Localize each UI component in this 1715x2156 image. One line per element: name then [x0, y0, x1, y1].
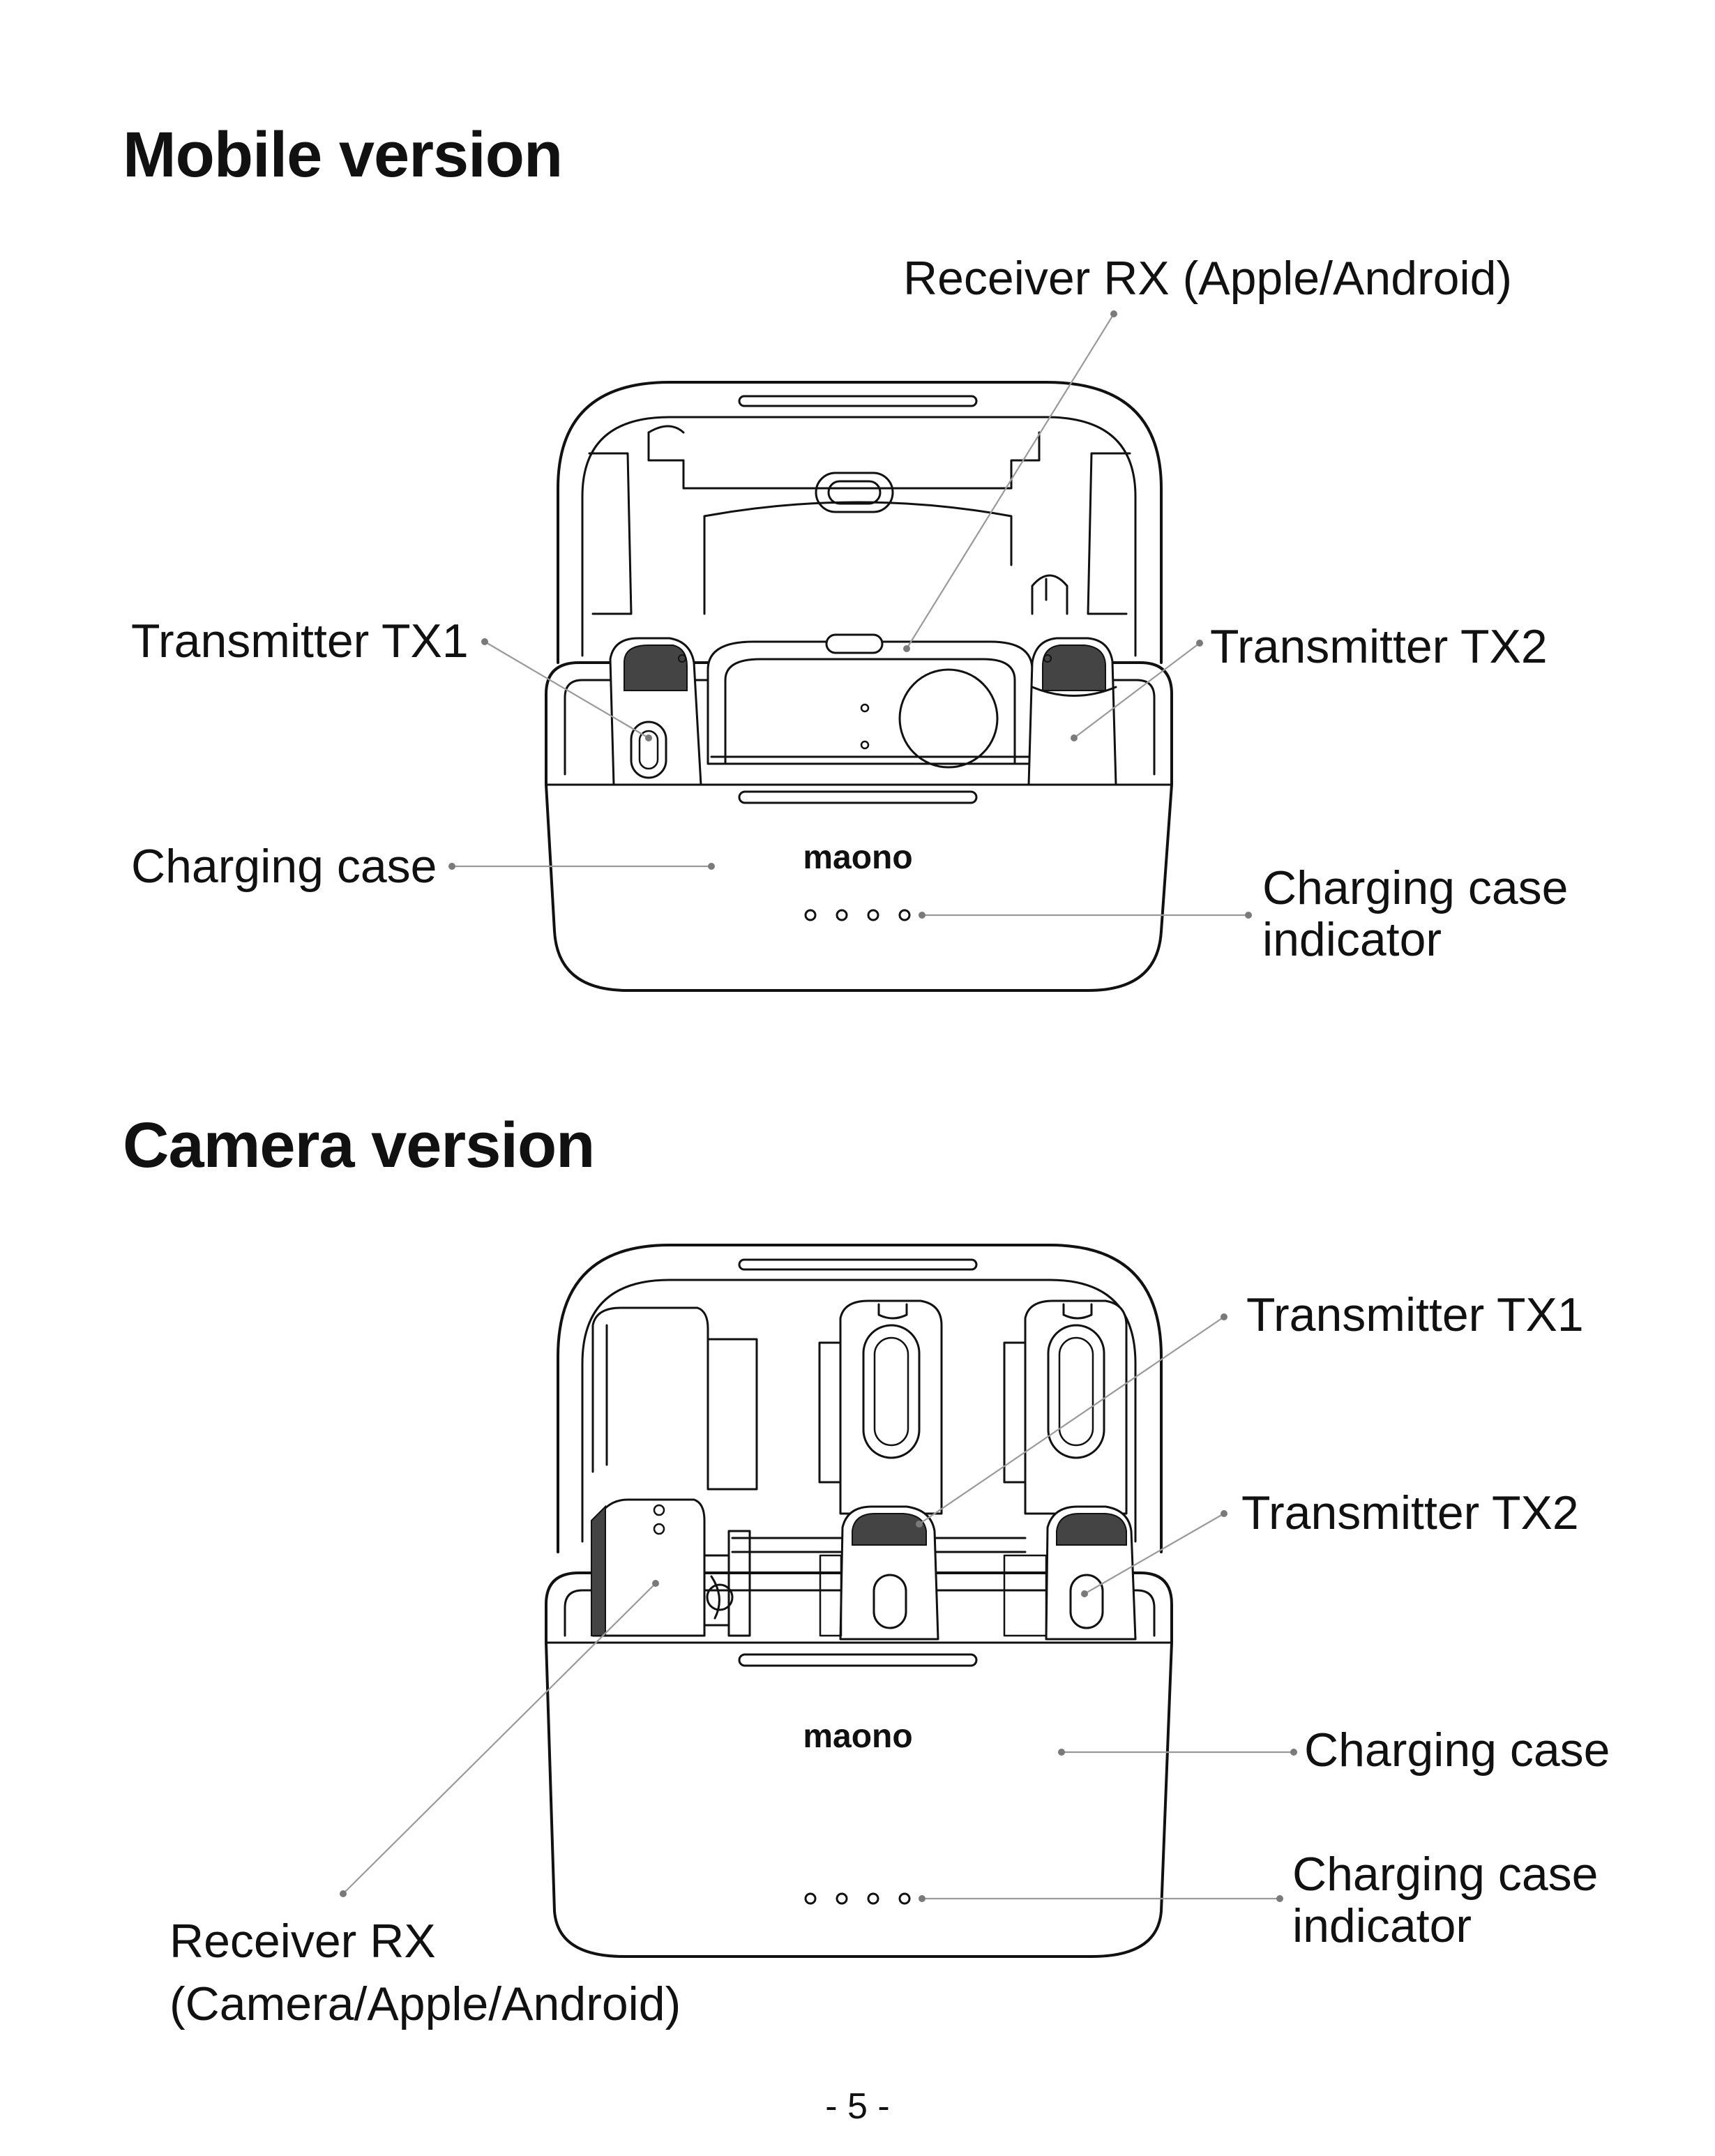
mobile-charging-case-illustration: maono — [545, 381, 1173, 992]
mobile-leader-lines — [448, 310, 1252, 919]
mobile-indicator-label: Charging case indicator — [1262, 862, 1568, 965]
camera-receiver-label-line1: Receiver RX — [169, 1915, 436, 1968]
camera-indicator-label-line2: indicator — [1292, 1899, 1472, 1952]
camera-case-brand-logo: maono — [803, 1718, 912, 1755]
camera-version-heading: Camera version — [123, 1110, 595, 1181]
mobile-case-label: Charging case — [131, 840, 437, 893]
camera-charging-case-illustration: maono — [545, 1244, 1173, 1958]
camera-receiver-label-line2: (Camera/Apple/Android) — [169, 1977, 681, 2030]
mobile-tx2-label: Transmitter TX2 — [1210, 620, 1548, 673]
mobile-case-indicator-leds — [804, 909, 911, 921]
mobile-version-heading: Mobile version — [123, 119, 563, 190]
camera-tx2-label: Transmitter TX2 — [1241, 1486, 1579, 1539]
camera-leader-lines — [340, 1313, 1297, 1902]
camera-indicator-label: Charging case indicator — [1292, 1848, 1598, 1952]
mobile-indicator-label-line2: indicator — [1262, 913, 1442, 966]
mobile-tx1-label: Transmitter TX1 — [131, 615, 469, 668]
page-number: - 5 - — [825, 2086, 890, 2127]
camera-receiver-label: Receiver RX (Camera/Apple/Android) — [169, 1910, 681, 2035]
camera-indicator-label-line1: Charging case — [1292, 1848, 1599, 1901]
mobile-case-brand-logo: maono — [803, 839, 912, 876]
mobile-receiver-label: Receiver RX (Apple/Android) — [903, 252, 1513, 305]
camera-case-label: Charging case — [1304, 1724, 1610, 1777]
mobile-indicator-label-line1: Charging case — [1262, 861, 1569, 914]
camera-case-indicator-leds — [804, 1892, 911, 1905]
camera-tx1-label: Transmitter TX1 — [1246, 1288, 1584, 1341]
